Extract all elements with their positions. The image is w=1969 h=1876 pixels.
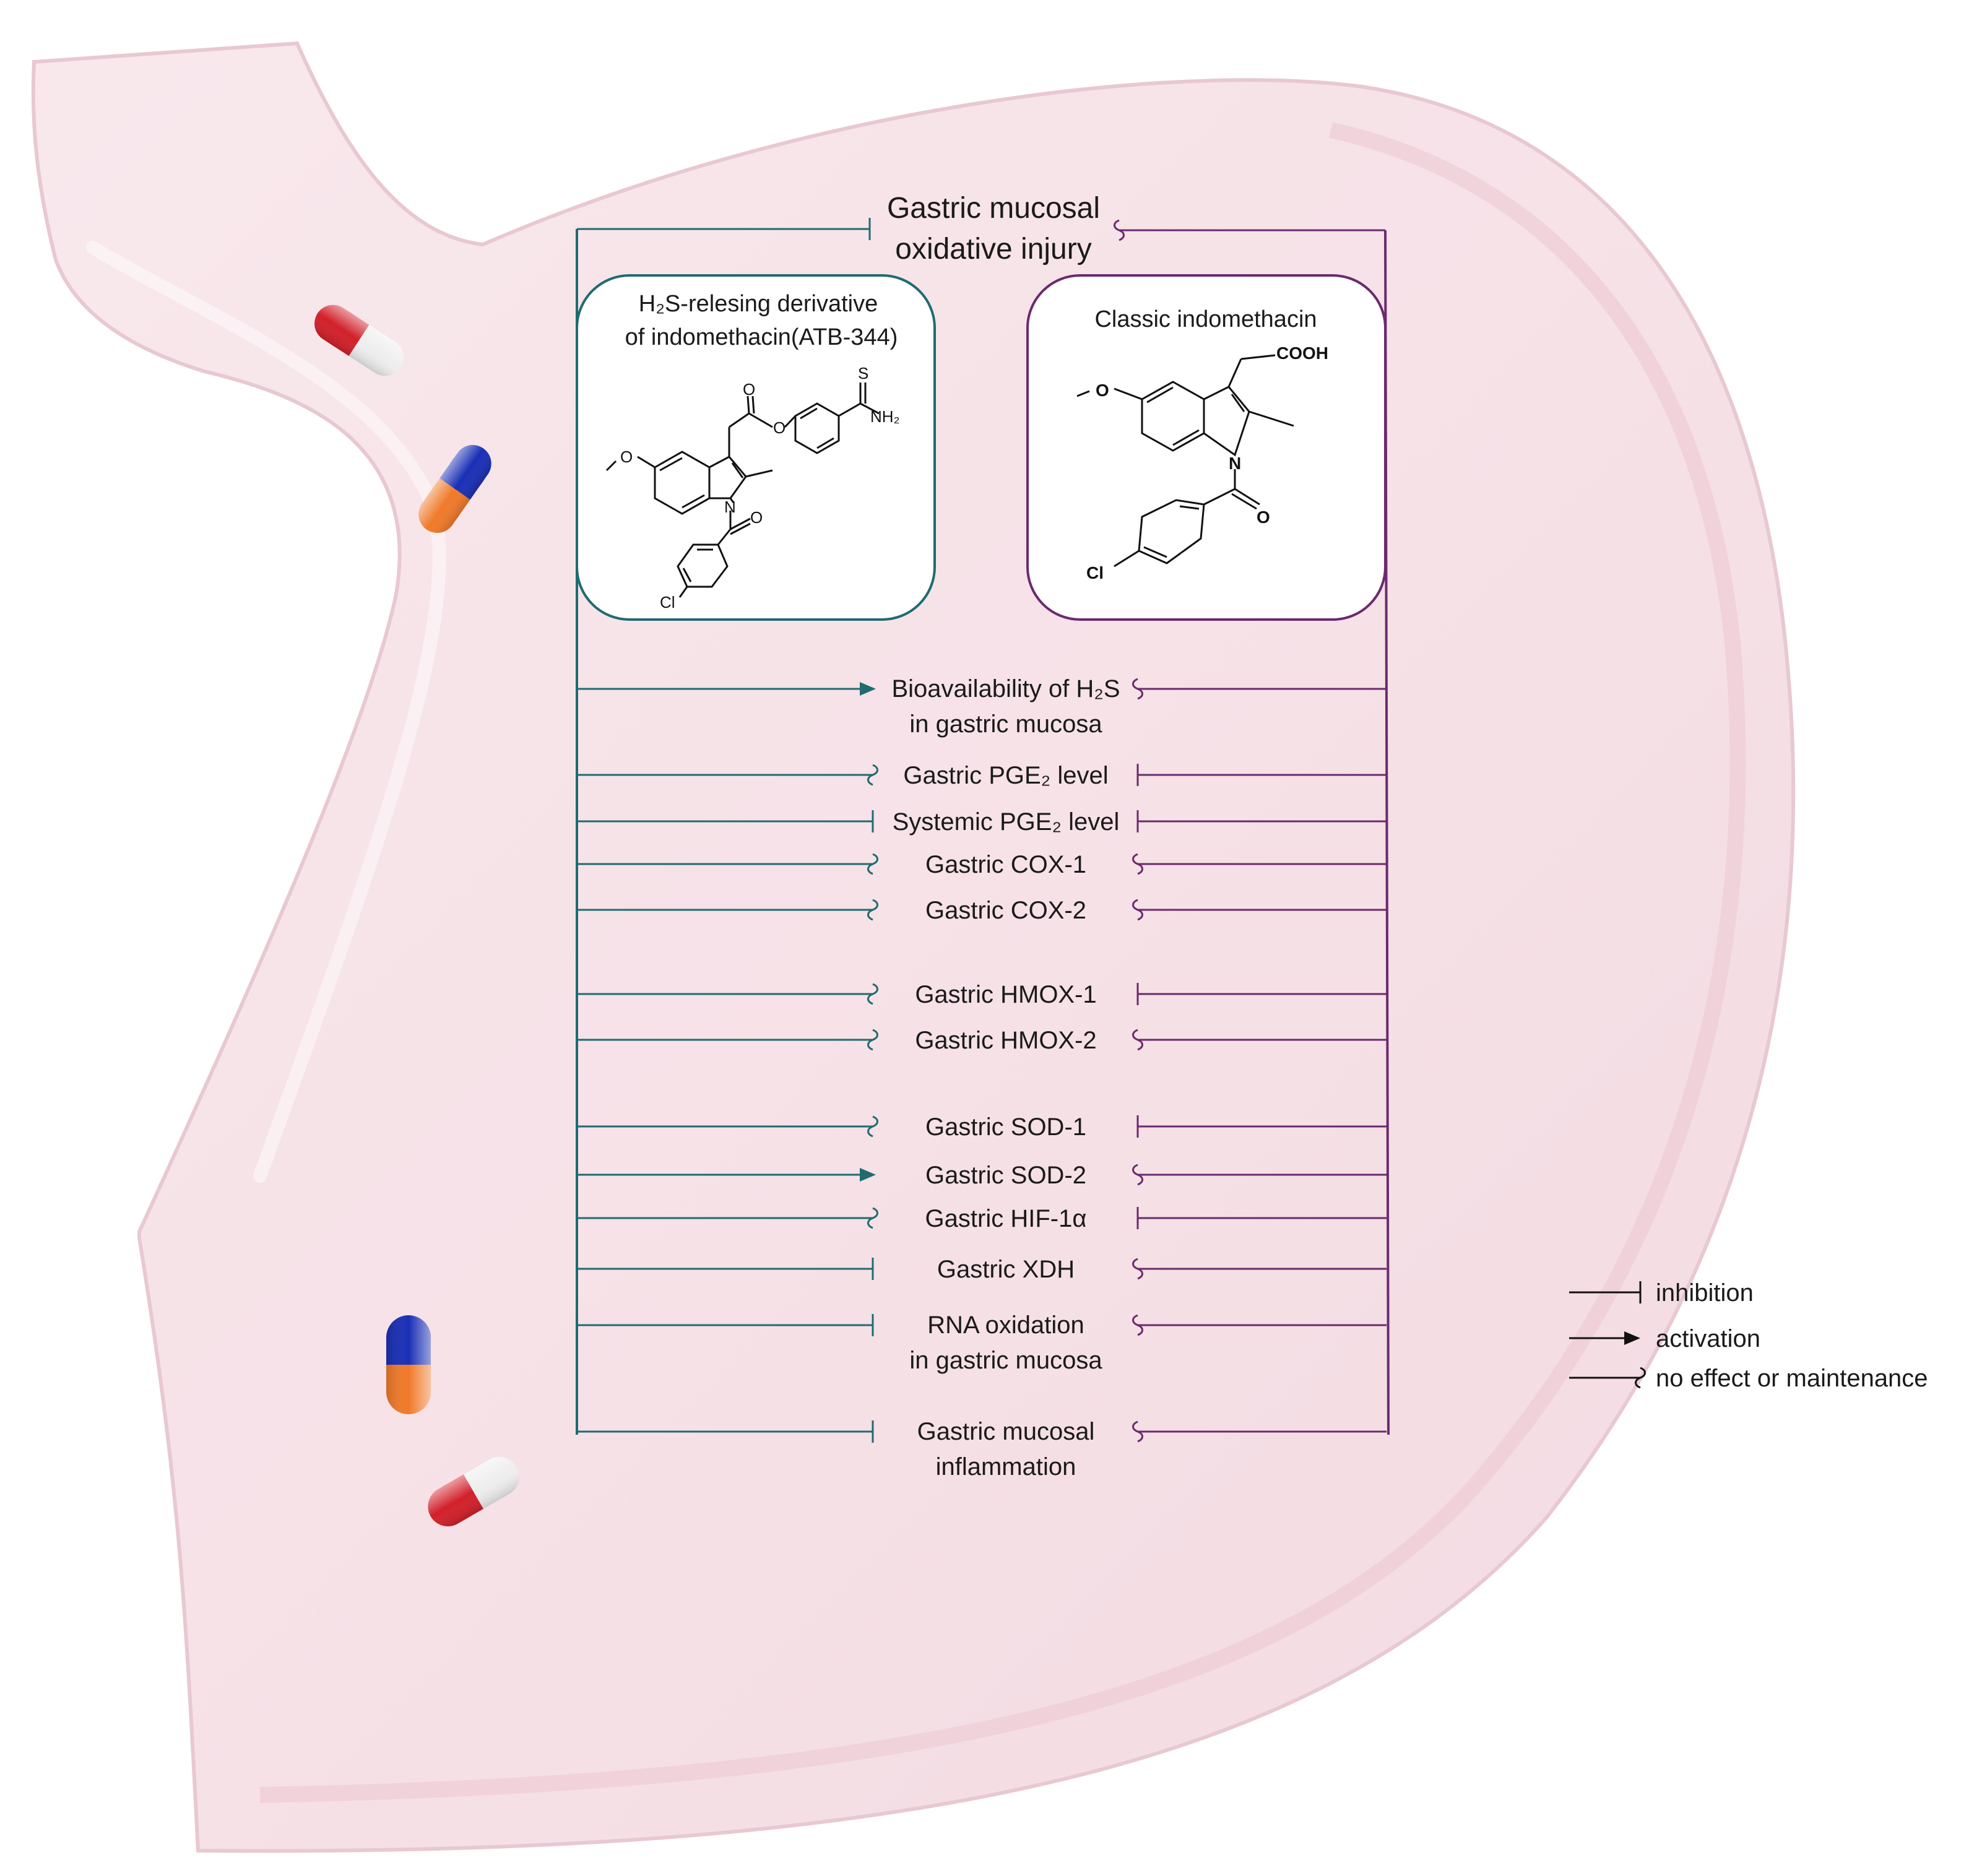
target-left-connector	[577, 853, 878, 875]
legend-label: activation	[1656, 1325, 1760, 1352]
target-left-connector	[577, 983, 878, 1005]
target-right-connector	[1132, 678, 1387, 700]
target-label-line1: Bioavailability of H₂S	[891, 675, 1120, 702]
title-line1: Gastric mucosal	[887, 192, 1100, 225]
target-right-connector	[1136, 764, 1387, 786]
target-label-line1: Gastric PGE₂ level	[903, 762, 1108, 789]
target-row: Gastric SOD-1	[577, 1113, 1387, 1141]
target-label-line2: in gastric mucosa	[909, 711, 1102, 738]
title-connectors	[577, 218, 1385, 241]
target-label-line2: inflammation	[936, 1453, 1076, 1480]
target-label-line1: Gastric HMOX-1	[915, 981, 1096, 1008]
target-label-line1: Gastric HMOX-2	[915, 1027, 1096, 1054]
atb-344-atom-o-ester-carbonyl: O	[743, 380, 755, 399]
legend-item: inhibition	[1569, 1279, 1754, 1307]
indomethacin-atom-o-methoxy: O	[1096, 381, 1109, 400]
target-left-connector	[577, 764, 878, 786]
target-right-connector	[1132, 1420, 1387, 1443]
legend: inhibition activation no effect or mainten…	[1569, 1279, 1928, 1392]
atb-344-title-line2: of indomethacin(ATB-344)	[625, 324, 898, 350]
target-right-connector	[1136, 810, 1387, 832]
legend-label: inhibition	[1656, 1279, 1754, 1307]
target-left-connector	[577, 1420, 874, 1443]
indomethacin-title: Classic indomethacin	[1094, 306, 1317, 332]
target-row: Systemic PGE₂ level	[577, 808, 1387, 836]
target-row: RNA oxidation in gastric mucosa	[577, 1312, 1387, 1374]
target-label-line2: in gastric mucosa	[909, 1347, 1102, 1374]
target-row: Gastric COX-2	[577, 897, 1387, 924]
indomethacin-box: Classic indomethacin	[1026, 274, 1387, 621]
indomethacin-structure	[1076, 354, 1294, 568]
target-row: Gastric mucosal inflammation	[577, 1418, 1387, 1480]
indomethacin-atom-cooh: COOH	[1276, 344, 1328, 363]
target-label-line1: RNA oxidation	[927, 1312, 1084, 1339]
indomethacin-atom-o-amide: O	[1257, 508, 1270, 527]
target-left-connector	[577, 682, 876, 696]
target-label-line1: Gastric COX-1	[925, 851, 1086, 878]
atb-344-structure	[605, 383, 880, 598]
legend-label: no effect or maintenance	[1656, 1365, 1928, 1392]
target-label-line1: Gastric XDH	[937, 1256, 1075, 1283]
capsule-red-white-1	[314, 305, 404, 376]
legend-symbol	[1569, 1281, 1642, 1303]
atb-344-atom-n: N	[724, 498, 736, 516]
title-left-connector	[577, 218, 871, 240]
target-left-connector	[577, 1314, 874, 1336]
target-row: Gastric HMOX-1	[577, 981, 1387, 1008]
target-row: Gastric SOD-2	[577, 1162, 1387, 1189]
stomach-outer-fold	[259, 122, 1746, 1803]
target-left-connector	[577, 899, 878, 921]
target-label-line1: Gastric SOD-2	[925, 1162, 1086, 1189]
target-right-connector	[1132, 1258, 1387, 1280]
target-row: Gastric HIF-1α	[577, 1205, 1387, 1232]
target-left-connector	[577, 1029, 878, 1051]
target-left-connector	[577, 1207, 878, 1229]
legend-item: activation	[1569, 1325, 1760, 1352]
atb-344-atom-nh2: NH₂	[870, 407, 900, 426]
capsule-blue-orange-1	[418, 445, 491, 533]
target-right-connector	[1132, 853, 1387, 875]
indomethacin-atom-cl: Cl	[1086, 563, 1104, 582]
target-right-connector	[1136, 983, 1387, 1005]
target-row: Gastric XDH	[577, 1256, 1387, 1283]
atb-344-box: H₂S-relesing derivative of indomethacin(…	[576, 274, 936, 621]
target-row: Gastric PGE₂ level	[577, 762, 1387, 789]
title-right-connector	[1114, 219, 1385, 241]
title-line2: oxidative injury	[895, 233, 1091, 266]
atb-344-title-line1: H₂S-relesing derivative	[639, 291, 878, 317]
target-label-line1: Gastric HIF-1α	[925, 1205, 1087, 1232]
legend-symbol	[1569, 1367, 1646, 1389]
target-label-line1: Systemic PGE₂ level	[893, 808, 1120, 836]
target-right-connector	[1136, 1115, 1387, 1138]
legend-item: no effect or maintenance	[1569, 1365, 1928, 1392]
outcome-title: Gastric mucosal oxidative injury	[887, 192, 1100, 266]
target-left-connector	[577, 1115, 878, 1138]
atb-344-atom-s: S	[858, 364, 868, 383]
target-right-connector	[1132, 1164, 1387, 1186]
target-right-connector	[1136, 1207, 1387, 1229]
target-row: Gastric HMOX-2	[577, 1027, 1387, 1054]
target-label-line1: Gastric mucosal	[917, 1418, 1095, 1445]
target-right-connector	[1132, 1029, 1387, 1051]
target-label-line1: Gastric COX-2	[925, 897, 1086, 924]
target-left-connector	[577, 1168, 876, 1182]
legend-symbol	[1569, 1331, 1640, 1345]
capsule-blue-orange-2	[386, 1315, 431, 1414]
atb-344-atom-o-methoxy: O	[620, 447, 633, 466]
target-left-connector	[577, 810, 874, 832]
target-right-connector	[1132, 899, 1387, 921]
atb-344-atom-cl: Cl	[660, 593, 675, 612]
indomethacin-atom-n: N	[1229, 454, 1241, 473]
target-row: Bioavailability of H₂S in gastric mucosa	[577, 675, 1387, 738]
capsule-red-white-2	[428, 1457, 519, 1526]
atb-344-atom-o-ester: O	[773, 418, 785, 437]
target-row: Gastric COX-1	[577, 851, 1387, 878]
target-label-line1: Gastric SOD-1	[925, 1113, 1086, 1141]
target-right-connector	[1132, 1314, 1387, 1336]
atb-344-atom-o-amide: O	[750, 508, 763, 527]
target-left-connector	[577, 1258, 874, 1280]
